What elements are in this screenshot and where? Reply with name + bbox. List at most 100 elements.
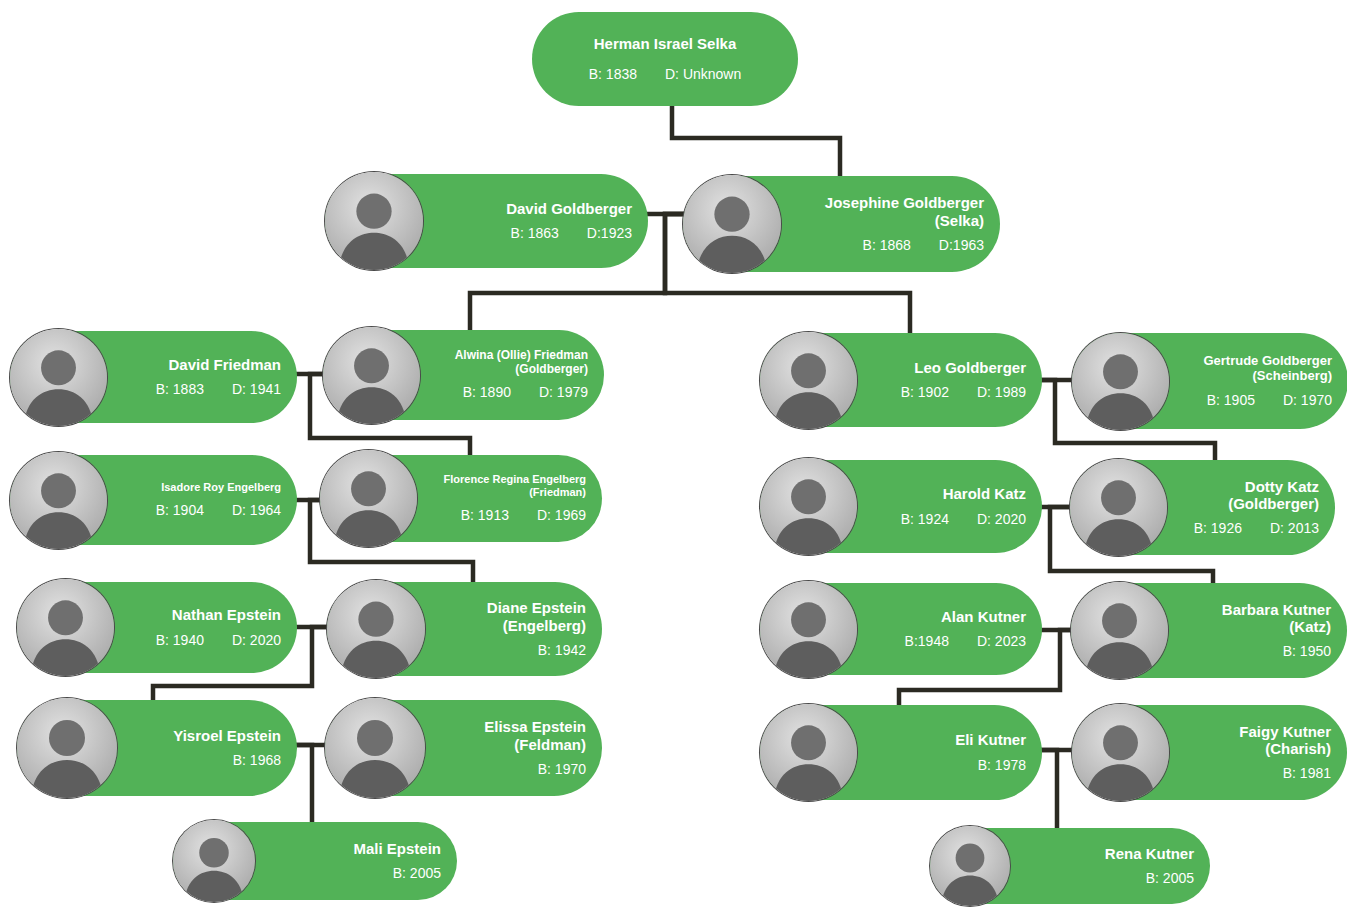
death-date: D: 1941	[232, 381, 281, 398]
life-dates: B: 1890D: 1979	[463, 384, 588, 401]
person-details: Rena Kutner B: 2005	[1105, 828, 1194, 904]
person-details: Florence Regina Engelberg (Friedman)B: 1…	[426, 455, 586, 542]
portrait-silhouette	[17, 698, 117, 798]
birth-date: B: 1863	[511, 225, 559, 242]
person-name: Dotty Katz (Goldberger)	[1184, 478, 1319, 513]
portrait-photo	[17, 698, 117, 798]
portrait-photo	[10, 329, 107, 426]
portrait-silhouette	[325, 698, 425, 798]
person-name: Mali Epstein	[353, 840, 441, 857]
portrait-silhouette	[323, 327, 420, 424]
person-box: Harold KatzB: 1924D: 2020	[760, 460, 1042, 553]
portrait-photo	[930, 826, 1010, 906]
person-box: Leo GoldbergerB: 1902D: 1989	[760, 333, 1042, 427]
person-box: Mali Epstein B: 2005	[173, 822, 457, 900]
person-box: Eli KutnerB: 1978	[760, 705, 1042, 800]
birth-date: B: 1913	[461, 507, 509, 524]
person-details: Leo GoldbergerB: 1902D: 1989	[901, 333, 1026, 427]
person-name: Nathan Epstein	[172, 606, 281, 623]
person-name: Josephine Goldberger (Selka)	[804, 194, 984, 229]
portrait-photo	[323, 327, 420, 424]
life-dates: B: 1868D:1963	[863, 237, 984, 254]
person-name: Herman Israel Selka	[594, 35, 737, 52]
portrait-photo	[320, 450, 417, 547]
person-box: Faigy Kutner (Charish) B: 1981	[1072, 705, 1347, 800]
family-line	[672, 106, 840, 176]
person-details: Yisroel Epstein B: 1968	[173, 700, 281, 796]
person-name: Faigy Kutner (Charish)	[1201, 723, 1331, 758]
person-name: Barbara Kutner (Katz)	[1201, 601, 1331, 636]
person-name: Alan Kutner	[941, 608, 1026, 625]
death-date: D: 2013	[1270, 520, 1319, 537]
portrait-silhouette	[760, 581, 857, 678]
person-details: David GoldbergerB: 1863D:1923	[506, 174, 632, 268]
person-name: Leo Goldberger	[914, 359, 1026, 376]
portrait-silhouette	[325, 172, 423, 270]
person-details: Eli KutnerB: 1978	[955, 705, 1026, 800]
portrait-silhouette	[760, 332, 857, 429]
life-dates: B: 1942	[538, 642, 586, 659]
person-box: Isadore Roy EngelbergB: 1904D: 1964	[10, 455, 297, 545]
portrait-photo	[325, 172, 423, 270]
person-details: Faigy Kutner (Charish) B: 1981	[1201, 705, 1331, 800]
life-dates: B: 1968	[233, 752, 281, 769]
life-dates: B: 1904D: 1964	[156, 502, 281, 519]
life-dates: B: 2005	[393, 865, 441, 882]
person-box: Florence Regina Engelberg (Friedman)B: 1…	[320, 455, 602, 542]
person-details: Herman Israel Selka B: 1838 D: Unknown	[532, 12, 798, 106]
life-dates: B: 1883D: 1941	[156, 381, 281, 398]
person-details: Isadore Roy EngelbergB: 1904D: 1964	[156, 455, 281, 545]
portrait-photo	[760, 704, 857, 801]
life-dates: B: 1924D: 2020	[901, 511, 1026, 528]
death-date: D: 1970	[1283, 392, 1332, 409]
person-box: Elissa Epstein (Feldman)B: 1970	[325, 700, 602, 796]
life-dates: B: 1981	[1283, 765, 1331, 782]
death-date: D: 2023	[977, 633, 1026, 650]
life-dates: B: 1950	[1283, 643, 1331, 660]
life-dates: B: 1978	[978, 757, 1026, 774]
life-dates: B: 2005	[1146, 870, 1194, 887]
portrait-silhouette	[17, 579, 114, 676]
person-box: Alan KutnerB:1948D: 2023	[760, 583, 1042, 675]
person-details: David FriedmanB: 1883D: 1941	[156, 331, 281, 423]
person-details: Dotty Katz (Goldberger)B: 1926D: 2013	[1184, 460, 1319, 555]
portrait-photo	[683, 175, 781, 273]
family-line	[297, 745, 312, 822]
birth-date: B: 1950	[1283, 643, 1331, 660]
person-details: Josephine Goldberger (Selka) B: 1868D:196…	[804, 176, 984, 272]
person-box: David GoldbergerB: 1863D:1923	[325, 174, 648, 268]
birth-date: B: 1902	[901, 384, 949, 401]
portrait-photo	[760, 458, 857, 555]
person-box: Diane Epstein (Engelberg)B: 1942	[327, 582, 602, 676]
portrait-silhouette	[930, 826, 1010, 906]
death-date: D: 2020	[232, 632, 281, 649]
portrait-photo	[760, 581, 857, 678]
birth-date: B: 2005	[393, 865, 441, 882]
person-box: Alwina (Ollie) Friedman (Goldberger)B: 1…	[323, 330, 604, 420]
birth-date: B: 1968	[233, 752, 281, 769]
birth-date: B: 1838	[589, 66, 637, 83]
birth-date: B: 1970	[538, 761, 586, 778]
person-box: Dotty Katz (Goldberger)B: 1926D: 2013	[1070, 460, 1335, 555]
birth-date: B: 1942	[538, 642, 586, 659]
person-details: Alwina (Ollie) Friedman (Goldberger)B: 1…	[428, 330, 588, 420]
portrait-silhouette	[760, 704, 857, 801]
portrait-silhouette	[1070, 459, 1167, 556]
life-dates: B: 1905 D: 1970	[1207, 392, 1332, 409]
death-date: D: 2020	[977, 511, 1026, 528]
portrait-photo	[17, 579, 114, 676]
birth-date: B: 1890	[463, 384, 511, 401]
portrait-silhouette	[1072, 333, 1169, 430]
life-dates: B: 1940D: 2020	[156, 632, 281, 649]
life-dates: B:1948D: 2023	[905, 633, 1026, 650]
birth-date: B: 1905	[1207, 392, 1255, 409]
person-box: David FriedmanB: 1883D: 1941	[10, 331, 297, 423]
person-box: Rena Kutner B: 2005	[930, 828, 1210, 904]
death-date: D: Unknown	[665, 66, 741, 83]
person-name: Yisroel Epstein	[173, 727, 281, 744]
life-dates: B: 1838 D: Unknown	[589, 66, 742, 83]
person-name: Rena Kutner	[1105, 845, 1194, 862]
portrait-silhouette	[683, 175, 781, 273]
person-details: Elissa Epstein (Feldman)B: 1970	[436, 700, 586, 796]
portrait-photo	[1070, 459, 1167, 556]
